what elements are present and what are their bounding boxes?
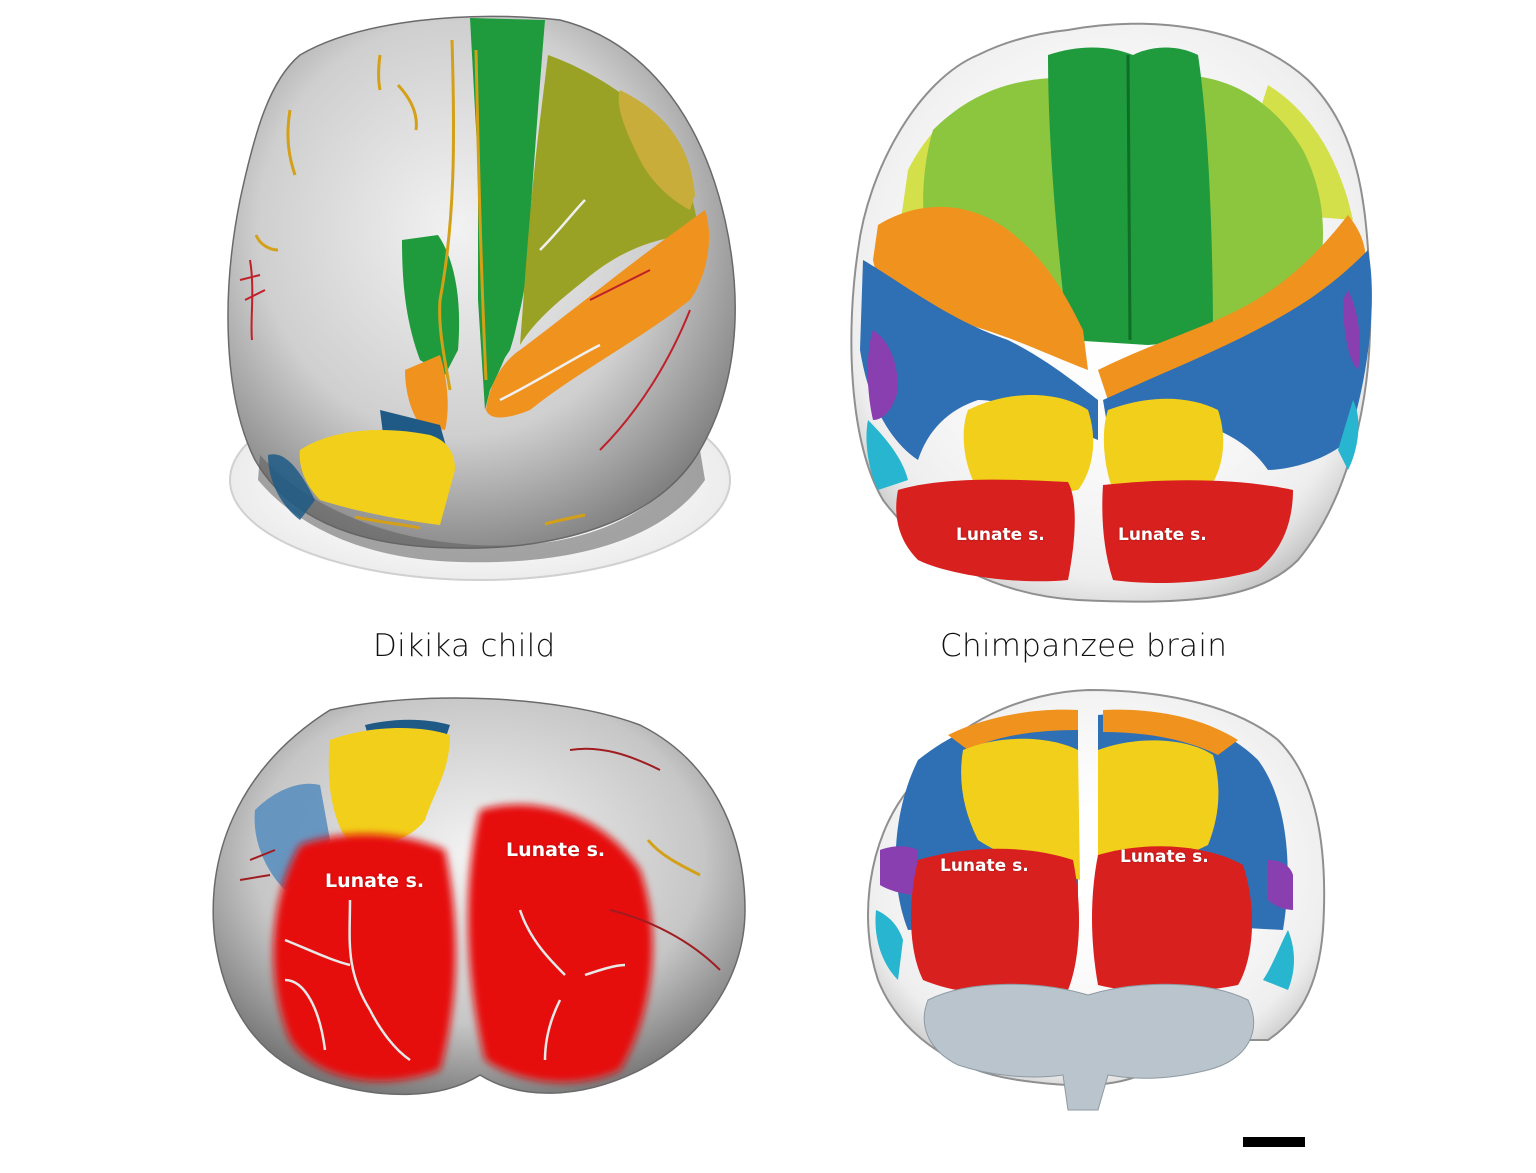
lunate-sulcus-label: Lunate s. (1120, 847, 1209, 867)
caption-dikika-child: Dikika child (373, 628, 556, 664)
dikika-superior-view (0, 0, 768, 600)
dikika-posterior-render (212, 697, 746, 1096)
scale-bar (1243, 1137, 1305, 1147)
lunate-sulcus-label: Lunate s. (325, 870, 425, 892)
dikika-superior-render (227, 15, 736, 581)
lunate-sulcus-label: Lunate s. (940, 856, 1029, 876)
chimp-superior-view: Lunate s. Lunate s. (768, 0, 1536, 603)
dikika-posterior-view: Lunate s. Lunate s. (0, 680, 768, 1120)
chimp-posterior-render (867, 688, 1326, 1111)
caption-chimpanzee-brain: Chimpanzee brain (940, 628, 1228, 664)
lunate-sulcus-label: Lunate s. (1118, 525, 1207, 545)
lunate-sulcus-label: Lunate s. (956, 525, 1045, 545)
lunate-sulcus-label: Lunate s. (506, 839, 606, 861)
chimp-superior-render (850, 22, 1372, 603)
chimp-posterior-view: Lunate s. Lunate s. (768, 680, 1536, 1120)
